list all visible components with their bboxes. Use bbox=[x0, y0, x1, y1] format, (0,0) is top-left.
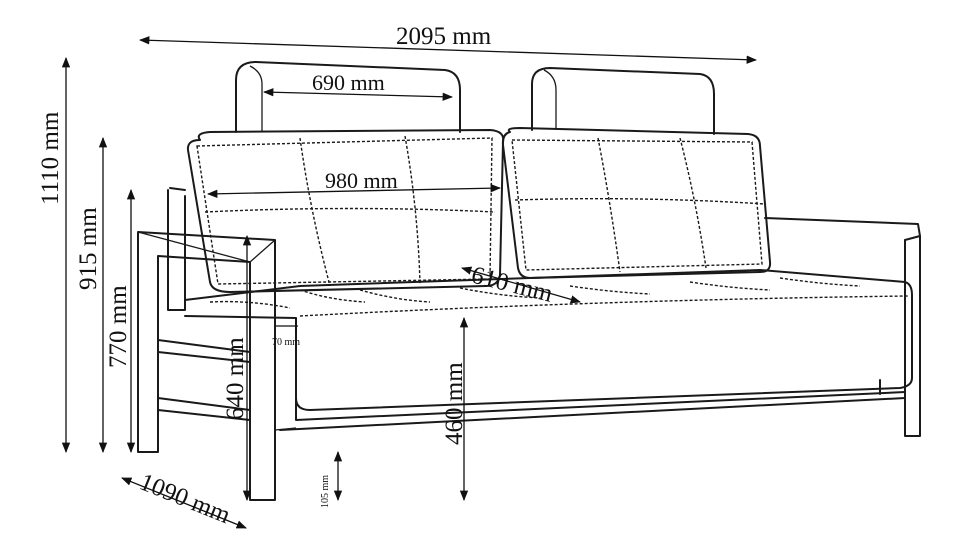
sofa-outline bbox=[137, 61, 921, 501]
label-total-width: 2095 mm bbox=[396, 23, 492, 50]
label-ground-clearance: 105 mm bbox=[320, 475, 331, 508]
back-frame-top bbox=[169, 187, 186, 191]
back-frame-right bbox=[764, 217, 921, 281]
label-headrest-width: 690 mm bbox=[312, 70, 385, 95]
label-seat-depth: 610 mm bbox=[469, 262, 556, 308]
label-armrest-height: 770 mm bbox=[105, 285, 132, 368]
label-arm-thickness: 70 mm bbox=[272, 337, 300, 348]
back-cushion-right bbox=[501, 127, 772, 279]
label-depth: 1090 mm bbox=[136, 469, 235, 530]
label-back-height: 915 mm bbox=[75, 207, 102, 290]
label-seat-height: 460 mm bbox=[441, 362, 468, 445]
arm-right bbox=[904, 235, 921, 437]
label-arm-leg-height: 640 mm bbox=[222, 337, 249, 420]
headrest-right bbox=[531, 67, 715, 135]
arm-left-front bbox=[137, 231, 276, 501]
dimension-labels: 2095 mm 690 mm 980 mm 610 mm 1110 mm 915… bbox=[37, 23, 556, 529]
arm-left-back bbox=[167, 189, 186, 311]
label-total-height: 1110 mm bbox=[37, 111, 64, 205]
label-cushion-width: 980 mm bbox=[325, 168, 398, 193]
headrest-left bbox=[235, 61, 461, 133]
dimension-lines bbox=[61, 36, 758, 529]
seat-front-frame bbox=[295, 391, 906, 421]
seat-cushion bbox=[184, 269, 913, 411]
